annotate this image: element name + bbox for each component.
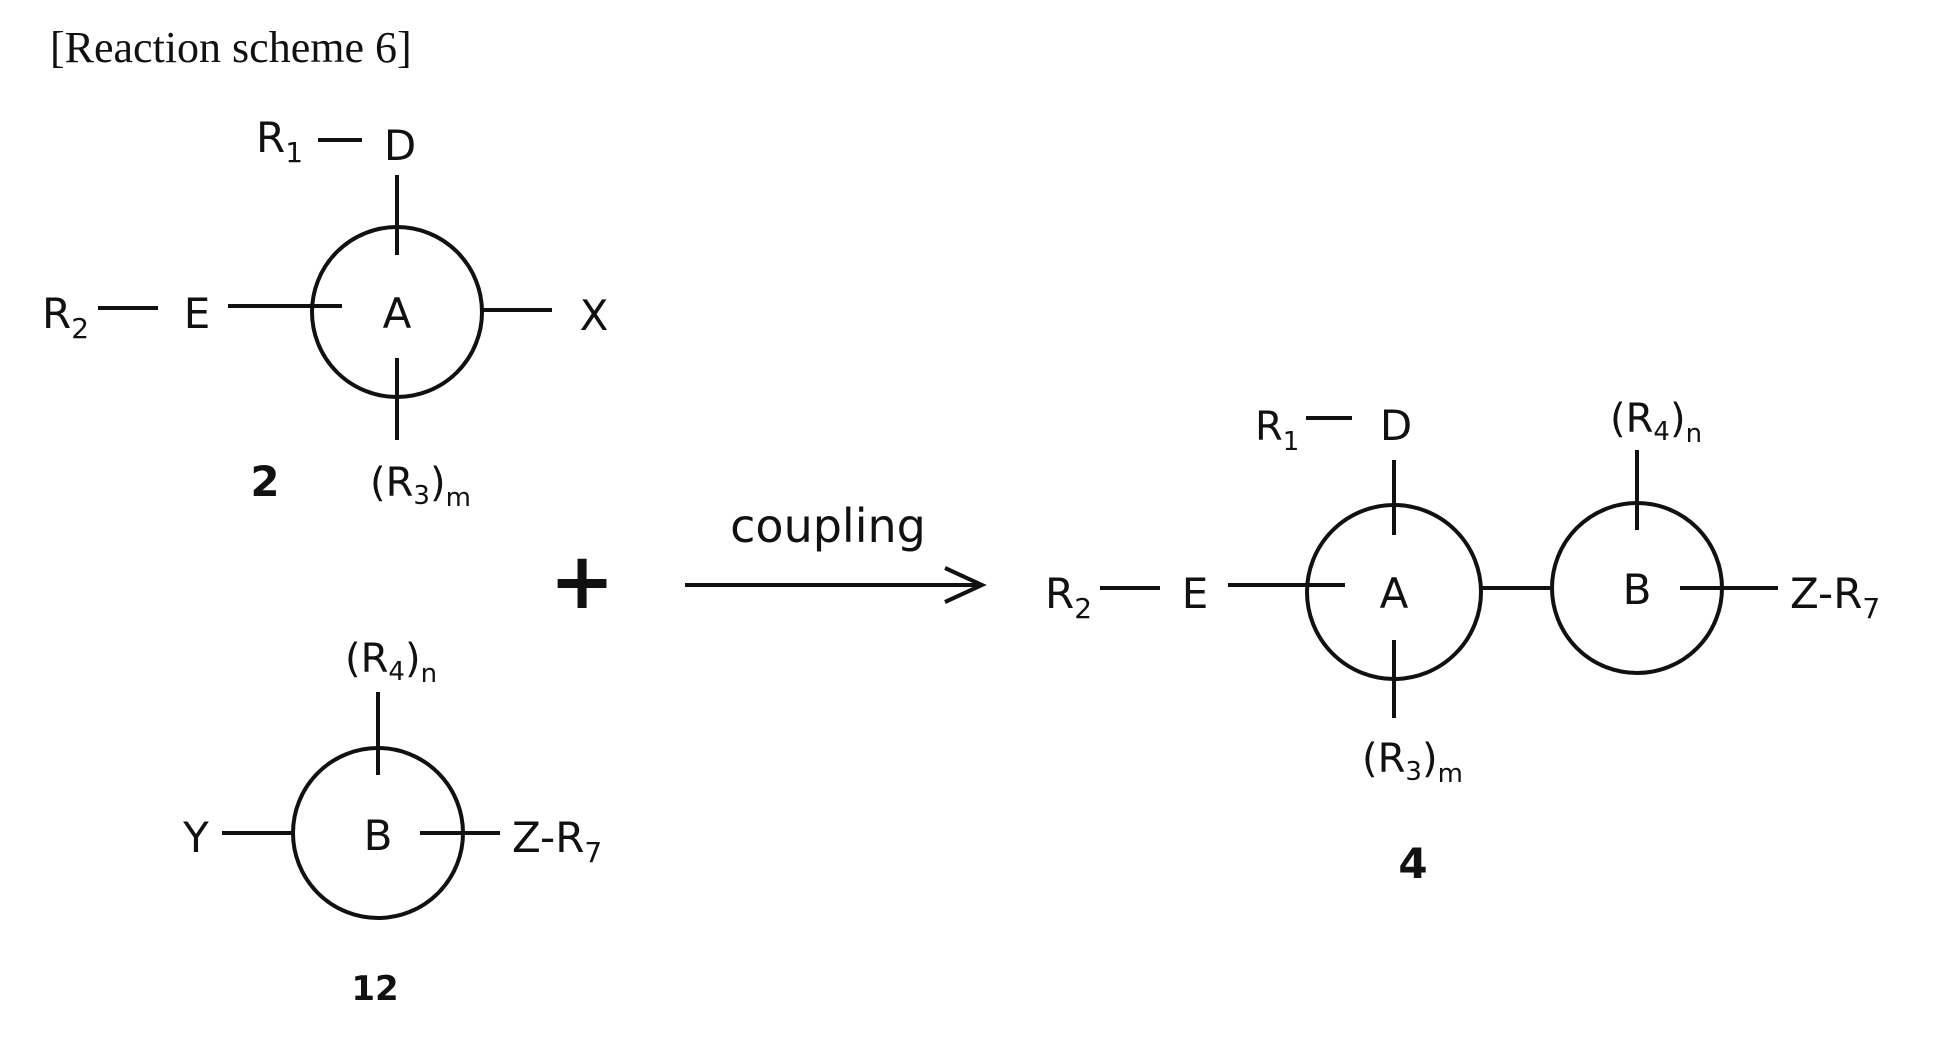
product-ring-b-label: B: [1623, 565, 1652, 614]
compound-2: A R1 D R2 E X (R3)m 2: [42, 113, 608, 513]
r2-substituent: R2: [42, 289, 89, 345]
plus-sign: +: [549, 537, 614, 627]
compound-2-label: 2: [250, 457, 279, 506]
r4-substituent: (R4)n: [345, 636, 437, 689]
compound-12: B (R4)n Y Z-R7 12: [182, 636, 602, 1009]
product-r3-substituent: (R3)m: [1362, 736, 1463, 789]
r3-substituent: (R3)m: [370, 460, 471, 513]
product-z-r7-substituent: Z-R7: [1790, 569, 1880, 625]
ring-b-label: B: [364, 811, 393, 860]
compound-4-label: 4: [1398, 839, 1427, 888]
product-ring-a-label: A: [1380, 569, 1409, 618]
arrow-label-coupling: coupling: [730, 499, 926, 553]
coupling-group-y: Y: [182, 813, 209, 862]
scheme-title: [Reaction scheme 6]: [50, 23, 412, 72]
leaving-group-x: X: [580, 291, 609, 340]
product-r4-substituent: (R4)n: [1610, 396, 1702, 449]
atom-d: D: [384, 121, 416, 170]
z-r7-substituent: Z-R7: [512, 813, 602, 869]
compound-4: A R1 D R2 E (R3)m B (R4)n Z-R7 4: [1045, 396, 1880, 888]
product-r2-substituent: R2: [1045, 569, 1092, 625]
reaction-arrow: coupling: [685, 499, 982, 602]
ring-a-label: A: [383, 289, 412, 338]
r1-substituent: R1: [256, 113, 303, 169]
atom-e: E: [184, 289, 211, 338]
compound-12-label: 12: [351, 969, 398, 1009]
product-r1-substituent: R1: [1255, 404, 1299, 457]
product-atom-d: D: [1380, 401, 1412, 450]
product-atom-e: E: [1182, 569, 1209, 618]
